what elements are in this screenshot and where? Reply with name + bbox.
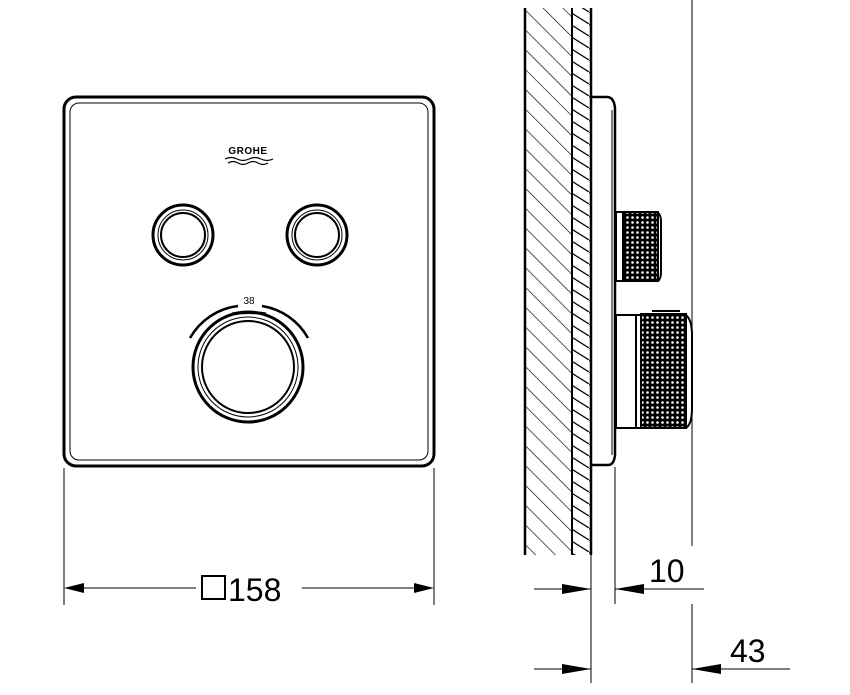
svg-text:GROHE: GROHE bbox=[228, 146, 267, 157]
push-button-left bbox=[151, 203, 215, 267]
side-view: 10 43 bbox=[523, 0, 790, 683]
push-button-right bbox=[285, 203, 349, 267]
plate-depth-dimension: 10 bbox=[649, 553, 685, 589]
total-depth-dimension: 43 bbox=[730, 633, 766, 669]
square-symbol-icon bbox=[201, 575, 226, 600]
small-knob-side bbox=[615, 211, 662, 282]
tile-section bbox=[572, 8, 591, 555]
wall-section bbox=[525, 8, 572, 555]
width-dimension: 158 bbox=[228, 572, 281, 608]
temperature-mark: 38 bbox=[243, 296, 255, 307]
grohe-logo: GROHE bbox=[224, 146, 274, 166]
large-knob-side bbox=[615, 310, 693, 429]
front-view: GROHE 38 158 bbox=[62, 95, 436, 608]
thermostat-knob: 38 bbox=[188, 296, 310, 424]
cover-plate bbox=[62, 95, 436, 468]
